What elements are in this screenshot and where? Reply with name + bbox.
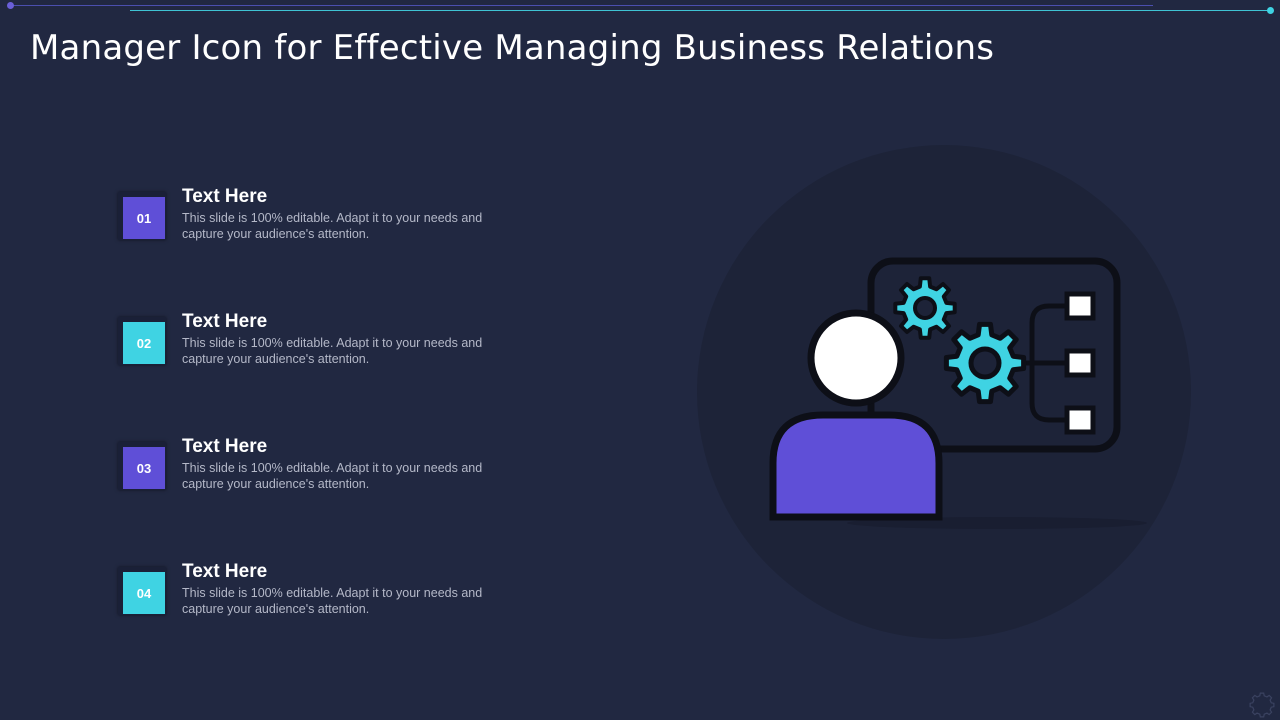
item-heading: Text Here	[182, 186, 268, 207]
person-head	[807, 309, 905, 407]
list-item-1: 01 Text Here This slide is 100% editable…	[118, 186, 518, 250]
top-line-purple	[10, 5, 1153, 6]
item-heading: Text Here	[182, 436, 268, 457]
slide-title: Manager Icon for Effective Managing Busi…	[30, 28, 995, 68]
number-badge-label: 01	[123, 197, 165, 239]
large-gear-icon	[943, 321, 1027, 405]
gear-icon	[1249, 692, 1275, 718]
manager-gears-icon	[697, 145, 1191, 639]
number-badge-label: 03	[123, 447, 165, 489]
top-line-dot-right	[1267, 7, 1274, 14]
item-heading: Text Here	[182, 561, 268, 582]
number-badge: 03	[118, 442, 166, 490]
org-chart-boxes	[1064, 291, 1096, 435]
gears-icon	[893, 276, 1027, 405]
top-line-dot-left	[7, 2, 14, 9]
number-badge: 04	[118, 567, 166, 615]
number-badge-label: 02	[123, 322, 165, 364]
number-badge: 01	[118, 192, 166, 240]
item-description: This slide is 100% editable. Adapt it to…	[182, 586, 483, 616]
number-badge-label: 04	[123, 572, 165, 614]
item-heading: Text Here	[182, 311, 268, 332]
small-gear-icon	[893, 276, 957, 340]
list-item-4: 04 Text Here This slide is 100% editable…	[118, 561, 518, 625]
list-item-3: 03 Text Here This slide is 100% editable…	[118, 436, 518, 500]
item-description: This slide is 100% editable. Adapt it to…	[182, 461, 483, 491]
person-body	[769, 411, 943, 521]
top-line-cyan	[130, 10, 1270, 11]
list-item-2: 02 Text Here This slide is 100% editable…	[118, 311, 518, 375]
number-badge: 02	[118, 317, 166, 365]
item-description: This slide is 100% editable. Adapt it to…	[182, 211, 483, 241]
item-description: This slide is 100% editable. Adapt it to…	[182, 336, 483, 366]
